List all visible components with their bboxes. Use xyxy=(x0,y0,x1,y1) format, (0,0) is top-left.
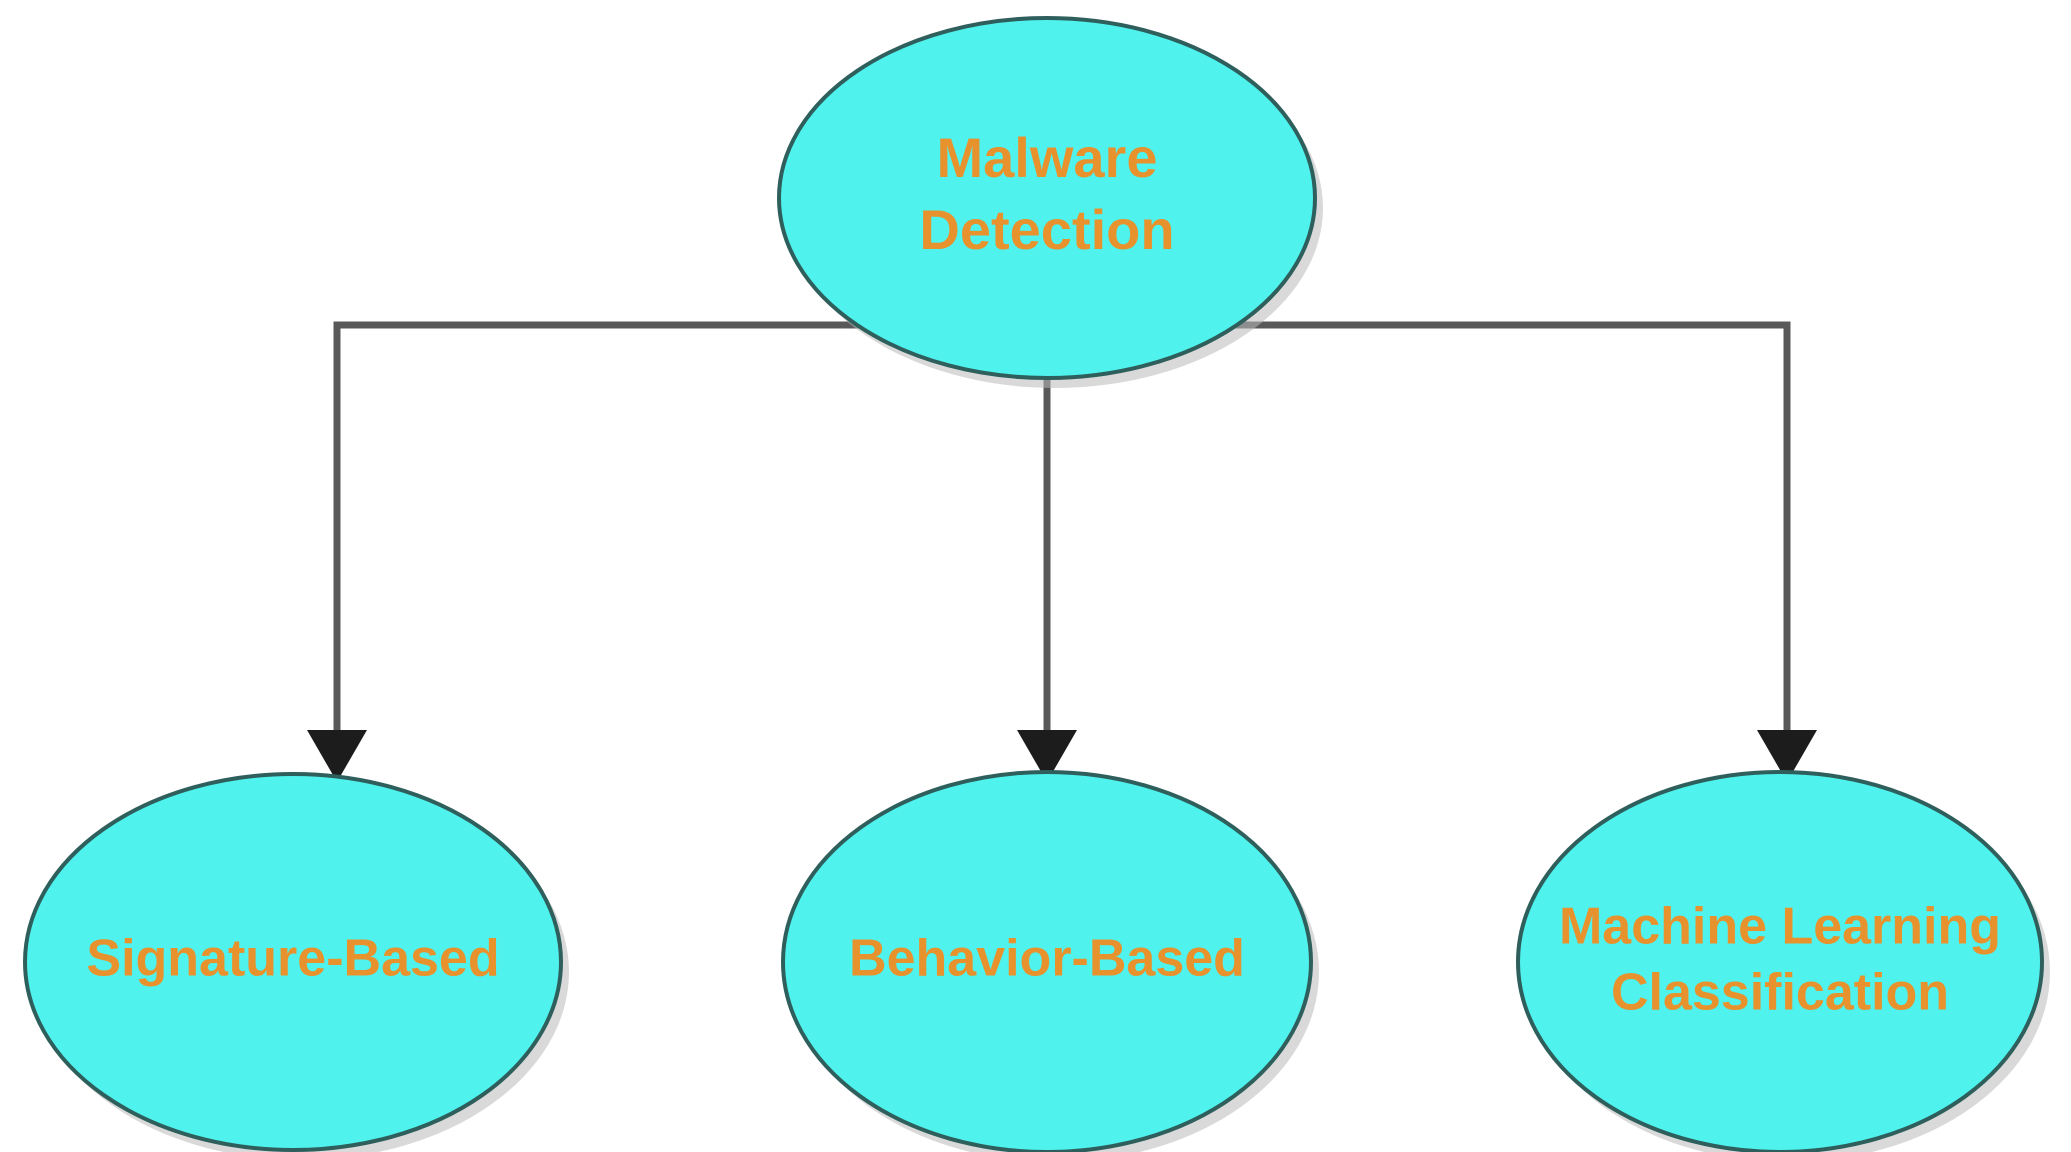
node-behavior-based[interactable]: Behavior-Based xyxy=(781,770,1313,1152)
ellipse-malware-detection[interactable] xyxy=(777,16,1317,380)
label-signature-based: Signature-Based xyxy=(86,930,499,988)
ellipse-behavior-based[interactable] xyxy=(781,770,1313,1152)
edge-layer xyxy=(333,321,1791,738)
edge-root-to-machine-learning xyxy=(1047,321,1791,738)
arrowhead-behavior-based xyxy=(1017,730,1077,782)
node-malware-detection[interactable]: Malware Detection xyxy=(777,16,1317,380)
label-malware-detection-line-1: Malware xyxy=(937,126,1158,189)
label-machine-learning-line-1: Machine Learning xyxy=(1559,898,2001,956)
label-malware-detection-line-2: Detection xyxy=(919,198,1174,261)
arrowhead-machine-learning xyxy=(1757,730,1817,782)
ellipse-signature-based[interactable] xyxy=(23,772,563,1152)
edge-root-to-signature-based xyxy=(333,321,1047,738)
arrowhead-signature-based xyxy=(307,730,367,782)
node-signature-based[interactable]: Signature-Based xyxy=(23,772,563,1152)
arrowhead-layer xyxy=(307,730,1817,782)
node-machine-learning-classification[interactable]: Machine Learning Classification xyxy=(1516,770,2044,1152)
label-machine-learning-line-2: Classification xyxy=(1611,964,1949,1022)
label-behavior-based: Behavior-Based xyxy=(849,930,1245,988)
ellipse-machine-learning-classification[interactable] xyxy=(1516,770,2044,1152)
